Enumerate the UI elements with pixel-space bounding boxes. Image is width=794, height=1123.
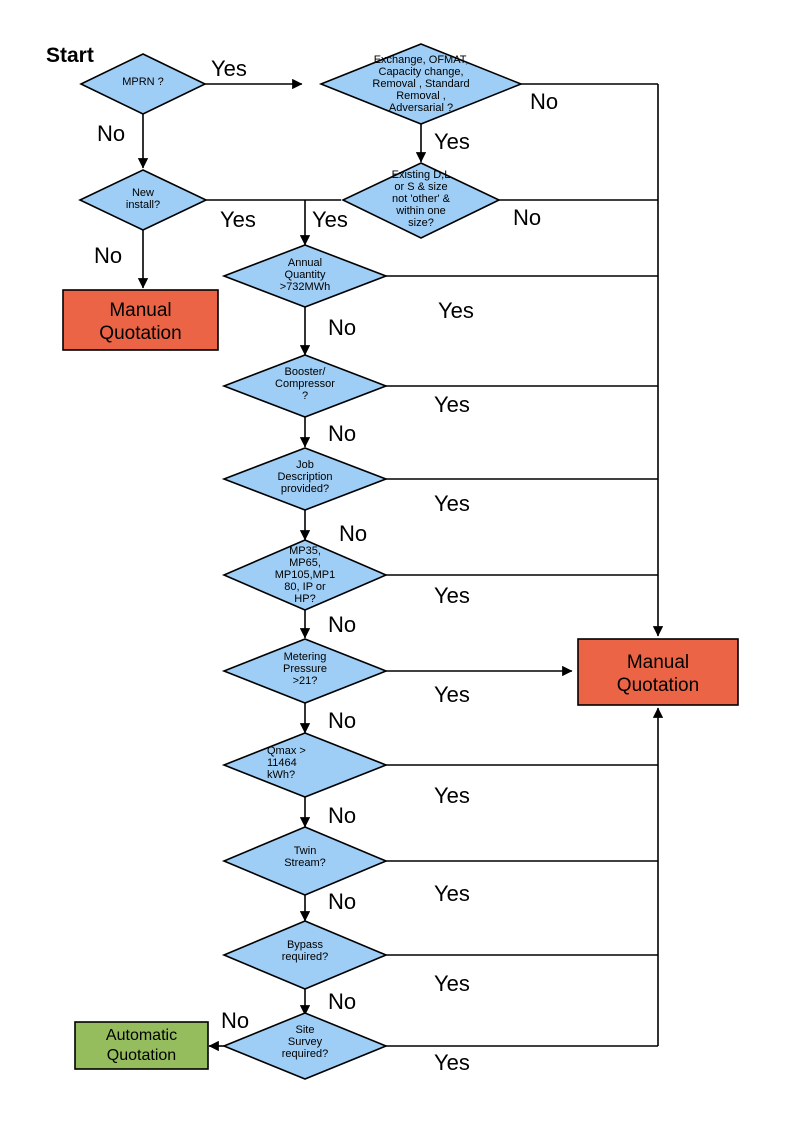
- edge-label-newinstall-no: No: [94, 243, 123, 268]
- node-existing[interactable]: [341, 162, 501, 239]
- edge-label-metering-no: No: [328, 708, 357, 733]
- node-qmax[interactable]: [221, 732, 389, 798]
- edge-label-bypass-yes: Yes: [434, 971, 470, 996]
- node-new-install[interactable]: [78, 169, 208, 231]
- node-manual-quotation-right[interactable]: [577, 638, 739, 706]
- edge-label-exchange-no: No: [530, 89, 559, 114]
- edge-label-existing-yes: Yes: [312, 207, 348, 232]
- node-booster[interactable]: [221, 354, 389, 418]
- edge-label-mpclass-no: No: [328, 612, 357, 637]
- node-metering-pressure[interactable]: [221, 638, 389, 704]
- node-automatic-quotation[interactable]: [74, 1021, 209, 1070]
- edge-label-booster-yes: Yes: [434, 392, 470, 417]
- terminal-shapes: [62, 289, 739, 1070]
- node-site-survey[interactable]: [221, 1012, 389, 1080]
- start-label: Start: [46, 44, 94, 67]
- node-exchange[interactable]: [318, 43, 524, 125]
- node-job-description[interactable]: [221, 447, 389, 511]
- edge-label-existing-no: No: [513, 205, 542, 230]
- edge-label-sitesurvey-yes: Yes: [434, 1050, 470, 1075]
- connector-lines: [137, 78, 664, 1052]
- edge-label-mprn-no: No: [97, 121, 126, 146]
- edge-label-bypass-no: No: [328, 989, 357, 1014]
- node-manual-quotation-left[interactable]: [62, 289, 219, 351]
- edge-label-jobdesc-no: No: [339, 521, 368, 546]
- edge-label-mpclass-yes: Yes: [434, 583, 470, 608]
- edge-label-annual-yes: Yes: [438, 298, 474, 323]
- edge-label-exchange-yes: Yes: [434, 129, 470, 154]
- edge-label-sitesurvey-no: No: [221, 1008, 250, 1033]
- node-twin-stream[interactable]: [221, 826, 389, 896]
- decision-shapes: [78, 43, 524, 1080]
- edge-label-newinstall-yes: Yes: [220, 207, 256, 232]
- edge-label-twin-no: No: [328, 889, 357, 914]
- edge-label-annual-no: No: [328, 315, 357, 340]
- edge-label-booster-no: No: [328, 421, 357, 446]
- node-bypass[interactable]: [221, 920, 389, 990]
- edge-label-jobdesc-yes: Yes: [434, 491, 470, 516]
- edge-label-twin-yes: Yes: [434, 881, 470, 906]
- edge-label-metering-yes: Yes: [434, 682, 470, 707]
- edge-label-qmax-no: No: [328, 803, 357, 828]
- node-mprn[interactable]: [79, 53, 207, 115]
- edge-label-mprn-yes: Yes: [211, 56, 247, 81]
- node-mp-class[interactable]: [221, 539, 389, 611]
- node-annual-quantity[interactable]: [221, 244, 389, 308]
- edge-label-qmax-yes: Yes: [434, 783, 470, 808]
